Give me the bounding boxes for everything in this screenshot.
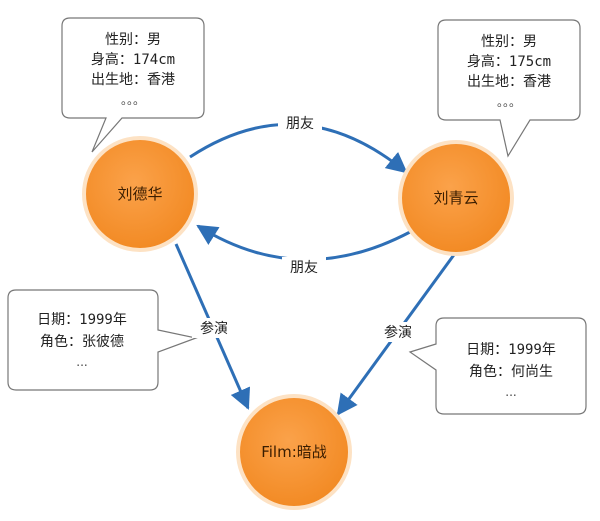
edge-label-acts-left: 参演 — [200, 320, 228, 337]
callout-line: 出生地：香港 — [467, 74, 551, 90]
callout-more: 。。。 — [497, 95, 521, 109]
callout-line: 身高：174cm — [91, 51, 175, 68]
callout-more: ... — [505, 385, 516, 399]
callout-line: 身高：175cm — [467, 53, 551, 70]
callout-acts-left: 日期：1999年 角色：张彼德 ... — [7, 289, 199, 391]
callout-line: 日期：1999年 — [466, 342, 556, 358]
callout-line: 日期：1999年 — [37, 312, 127, 328]
node-label: 刘青云 — [433, 189, 478, 207]
callout-more: ... — [76, 355, 87, 369]
callout-line: 角色：张彼德 — [40, 333, 124, 350]
edge-friend-bottom — [196, 224, 411, 261]
edge-label-acts-right: 参演 — [384, 324, 412, 341]
node-label: 刘德华 — [117, 185, 162, 203]
node-liu-dehua[interactable]: 刘德华 — [82, 136, 198, 252]
callout-line: 性别：男 — [481, 34, 537, 50]
node-liu-qingyun[interactable]: 刘青云 — [398, 140, 514, 256]
callout-line: 性别：男 — [105, 32, 161, 48]
callout-more: 。。。 — [121, 93, 145, 107]
callout-liu-dehua: 性别：男 身高：174cm 出生地：香港 。。。 — [61, 17, 205, 153]
edge-label-friend-bottom: 朋友 — [290, 260, 318, 276]
callout-acts-right: 日期：1999年 角色：何尚生 ... — [408, 317, 587, 415]
callout-line: 角色：何尚生 — [469, 363, 553, 380]
node-film[interactable]: Film:暗战 — [236, 394, 352, 510]
node-label: Film:暗战 — [261, 443, 327, 461]
callout-line: 出生地：香港 — [91, 72, 175, 88]
edge-label-friend-top: 朋友 — [286, 116, 314, 132]
callout-liu-qingyun: 性别：男 身高：175cm 出生地：香港 。。。 — [437, 19, 581, 158]
